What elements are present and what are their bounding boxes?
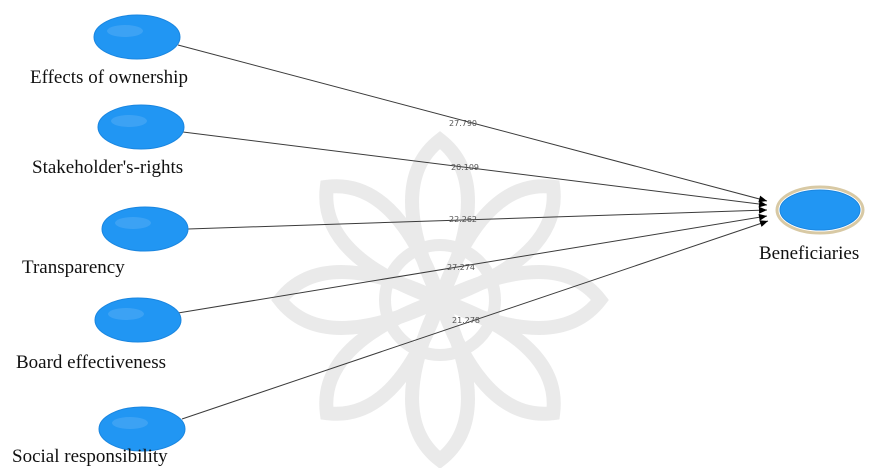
construct-node-board-effectiveness[interactable] [94, 297, 182, 343]
node-highlight [111, 115, 147, 127]
construct-label-beneficiaries: Beneficiaries [759, 243, 859, 264]
watermark-petal [433, 179, 561, 307]
construct-node-transparency[interactable] [101, 206, 189, 252]
target-node-ring [775, 185, 865, 235]
arrowhead-social-responsibility [759, 220, 768, 227]
arrowhead-transparency [758, 206, 767, 214]
construct-node-effects-of-ownership[interactable] [93, 14, 181, 60]
node-highlight [107, 25, 143, 37]
path-coefficient-social-responsibility: 21.278 [452, 316, 480, 325]
path-arrow-board-effectiveness [177, 215, 768, 314]
node-highlight [115, 217, 151, 229]
label-layer: 27.790 20.109 22.262 27.274 21.278 Effects of… [12, 67, 859, 467]
watermark-emblem [271, 131, 609, 468]
construct-label-board-effectiveness: Board effectiveness [16, 352, 166, 373]
path-arrow-stakeholders-rights [182, 131, 768, 206]
path-arrow-social-responsibility [181, 220, 769, 420]
construct-node-social-responsibility[interactable] [98, 406, 186, 452]
arrowhead-board-effectiveness [758, 213, 767, 221]
construct-node-stakeholders-rights[interactable] [97, 104, 185, 150]
path-coefficient-effects-of-ownership: 27.790 [449, 119, 477, 128]
edge-layer [177, 44, 769, 420]
path-coefficient-board-effectiveness: 27.274 [447, 263, 475, 272]
path-coefficient-stakeholders-rights: 20.109 [451, 163, 479, 172]
node-highlight [112, 417, 148, 429]
watermark-petal [271, 265, 444, 335]
node-highlight [108, 308, 144, 320]
construct-label-stakeholders-rights: Stakeholder's-rights [32, 157, 183, 178]
path-coefficient-transparency: 22.262 [449, 215, 477, 224]
path-arrow-transparency [187, 209, 768, 230]
construct-node-beneficiaries[interactable] [779, 189, 861, 231]
construct-label-transparency: Transparency [22, 257, 125, 278]
arrowhead-stakeholders-rights [758, 200, 767, 208]
watermark-ring [379, 239, 501, 361]
construct-label-social-responsibility: Social responsibility [12, 446, 168, 467]
path-arrow-effects-of-ownership [177, 44, 768, 202]
construct-label-effects-of-ownership: Effects of ownership [30, 67, 188, 88]
node-layer [93, 14, 865, 452]
arrowhead-effects-of-ownership [758, 195, 767, 203]
